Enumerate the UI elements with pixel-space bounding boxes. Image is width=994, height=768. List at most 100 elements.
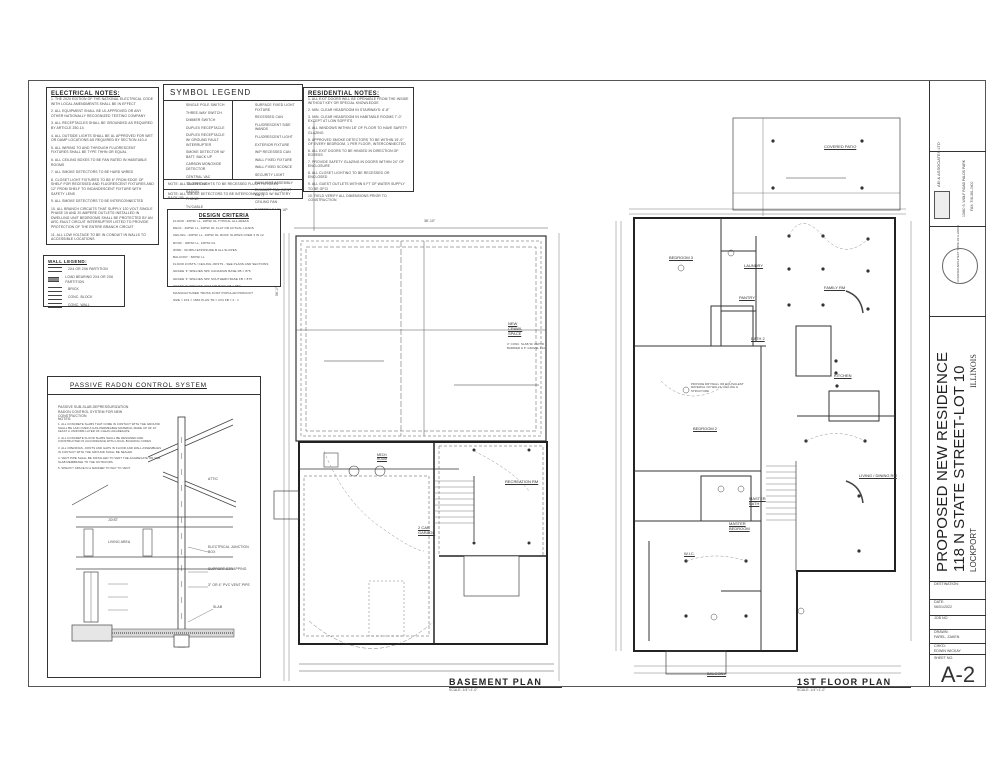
ff-room-covered-patio: COVERED PATIO (824, 144, 857, 149)
design-criteria-row: BALCONY : 60PSF LL (173, 255, 205, 260)
symbol-legend-item: SURFACE FIXED LIGHT FIXTURE (255, 103, 295, 112)
symbol-legend-item: W/P RECESSED CAN (255, 150, 291, 155)
basement-overall-width: 38'-10" (424, 219, 436, 223)
radon-note: 3. ALL OPENINGS, JOINTS AND GAPS IN FLOO… (58, 445, 162, 454)
basement-room-crawl-space: NEW CRAWL SPACE (508, 321, 523, 336)
radon-notes-list: 1. ALL CONCRETE SLABS THAT COME IN CONTA… (58, 422, 163, 474)
wall-legend-title: WALL LEGEND: (48, 259, 87, 264)
symbol-legend-item: TV/CABLE (186, 204, 204, 209)
symbol-legend-item: DIMMER SWITCH (186, 118, 216, 123)
project-state: ILLINOIS (969, 354, 978, 388)
title-block-field: DESTINATION: (930, 581, 986, 600)
wall-swatch-icon (48, 303, 62, 309)
wall-legend-label: CONC. WALL (68, 303, 90, 308)
title-block-field-label: DRAWN: (934, 630, 949, 634)
ff-room-balcony: BALCONY (707, 671, 727, 676)
symbol-legend-item: EXTERIOR FIXTURE (255, 142, 290, 147)
design-criteria-row: FLOOR : 40PSF LL, 10PSF DL TYPICAL ALL A… (173, 219, 249, 223)
wall-legend-item: 2x4 OR 2x6 PARTITION (48, 267, 120, 272)
first-floor-plan-title: 1ST FLOOR PLAN (797, 677, 912, 688)
symbol-legend-item: EXHAUST FAN (VENT OUT) (255, 188, 292, 197)
symbol-legend-note: NOTE: ALL CLOSET LIGHTS TO BE RECESSED F… (164, 180, 302, 190)
wall-legend-list: 2x4 OR 2x6 PARTITION LOAD BEARING 2x4 OR … (48, 267, 120, 309)
ff-room-bedroom-2: BEDROOM 2 (693, 426, 718, 431)
residential-note: 7. PROVIDE SAFETY GLAZING IN DOORS WITHI… (308, 160, 404, 169)
firm-block: AEI & ASSOCIATES LTD 13460 S. Wolf Road … (930, 142, 986, 227)
radon-label-slab: SLAB (213, 605, 223, 609)
title-block-field: CHK'D:EDWIN WICKAY (930, 643, 986, 655)
basement-plan-scale: SCALE: 1/4"=1'-0" (449, 688, 478, 692)
electrical-notes-title: ELECTRICAL NOTES: (51, 91, 121, 97)
firm-address: 13460 S. Wolf Road Palos Park (962, 160, 966, 217)
first-floor-plan-title-block: 1ST FLOOR PLAN SCALE: 1/4"=1'-0" (797, 677, 912, 692)
ff-room-master-bath: MASTER BATH (749, 496, 766, 506)
wall-legend-label: CONC. BLOCK (68, 295, 93, 300)
symbol-legend-item: RECESSED CAN (255, 115, 283, 120)
radon-label-attic: ATTIC (208, 477, 219, 481)
wall-legend-item: LOAD BEARING 2x4 OR 2x6 PARTITION (48, 275, 120, 284)
electrical-note: 11. ALL LOW VOLTAGE TO BE IN CONDUIT IN … (51, 232, 146, 242)
radon-notes-label: NOTES: (58, 417, 72, 421)
radon-label-pipe: 3" OR 4" PVC VENT PIPE (208, 583, 250, 587)
design-criteria-title: DESIGN CRITERIA (198, 213, 250, 219)
basement-crawl-note: 4" CONC. SLAB w/ VAPOR BARRIER & 6" GRAV… (507, 342, 546, 350)
title-block-blank (930, 81, 986, 152)
symbol-legend-item: FLUORESCENT SIDE WANDS (255, 122, 291, 132)
electrical-note: 10. ALL BRANCH CIRCUITS THAT SUPPLY 120 … (51, 206, 153, 230)
symbol-legend-right: SURFACE FIXED LIGHT FIXTURE RECESSED CAN F… (233, 101, 302, 224)
wall-legend-item: CONC. BLOCK (48, 295, 120, 301)
electrical-note: 3. ALL RECEPTACLES SHALL BE GROUNDED AS … (51, 121, 153, 130)
wall-swatch-icon (48, 277, 60, 283)
seal-text: LICENSED ARCHITECT STATE OF ILLINOIS (956, 225, 960, 282)
design-criteria-panel: DESIGN CRITERIA FLOOR : 40PSF LL, 10PSF … (167, 209, 281, 302)
title-block-field: DRAWN:FAREL, ZAKEN (930, 629, 986, 644)
design-criteria-row: DECK : 40PSF LL, 10PSF DL FLAT OR ACTUAL… (173, 226, 254, 231)
design-criteria-list: FLOOR : 40PSF LL, 10PSF DL TYPICAL ALL A… (173, 219, 275, 302)
ff-room-kitchen: KITCHEN (834, 373, 852, 378)
radon-title: PASSIVE RADON CONTROL SYSTEM (48, 377, 260, 395)
electrical-note: 7. ALL SMOKE DETECTORS TO BE HARD WIRED (51, 170, 134, 175)
design-criteria-row: MANUFACTURED TRUSS JOIST POPULAR PRODUCT (173, 291, 254, 296)
sheet-number-block: SHEET NO. A-2 (930, 654, 986, 687)
wall-swatch-icon (48, 287, 62, 293)
project-city: LOCKPORT (969, 528, 978, 572)
electrical-note: 1. THE 2020 EDITION OF THE NATIONAL ELEC… (51, 97, 154, 106)
title-block-field-value: EDWIN WICKAY (934, 649, 961, 653)
wall-swatch-icon (48, 295, 62, 301)
symbol-legend-item: WALL FIXED FIXTURE (255, 157, 293, 162)
radon-intro: PASSIVE SUB-SLAB DEPRESSURIZATION RADON … (58, 405, 129, 419)
symbol-legend-item: RADON (186, 189, 199, 194)
sheet-number: A-2 (940, 662, 976, 687)
radon-panel: PASSIVE RADON CONTROL SYSTEM PASSIVE SUB… (47, 376, 261, 678)
sheet-number-label: SHEET NO. (934, 656, 954, 660)
design-criteria-row: FLOOR JOISTS / CEILING JOISTS - SEE PLAN… (173, 262, 269, 267)
symbol-legend-item: SINGLE POLE SWITCH (186, 103, 225, 107)
design-criteria-row: WIND : 90 MPH EXPOSURE B ALL SLOPES (173, 247, 237, 252)
ff-room-pantry: PANTRY (739, 295, 755, 300)
design-criteria-row: ROOF : 30PSF LL, 10PSF DL (173, 240, 216, 245)
seal-block: LICENSED ARCHITECT STATE OF ILLINOIS (930, 225, 986, 317)
firm-phone: FAX: 708-361-0400 (970, 181, 974, 211)
first-floor-plan-drawing (615, 117, 912, 675)
basement-overall-depth: 56'-0" (275, 286, 279, 296)
residential-notes-title: RESIDENTIAL NOTES: (308, 91, 380, 97)
residential-note: 6. ALL EXIT DOORS TO BE HINGED IN DIRECT… (308, 148, 399, 157)
ff-room-bedroom-3: BEDROOM 3 (669, 255, 694, 260)
residential-notes-panel: RESIDENTIAL NOTES: 1. ALL EXIT DOORS WIL… (303, 87, 414, 202)
radon-note: 2. ALL CONCRETE FLOOR SLABS SHALL BE DES… (58, 435, 152, 444)
residential-note: 4. ALL WINDOWS WITHIN 18" OF FLOOR TO HA… (308, 126, 408, 135)
symbol-legend-item: FLUORESCENT LIGHT (255, 134, 293, 139)
title-block-field-label: JOB NO. (934, 616, 949, 620)
radon-note: 1. ALL CONCRETE SLABS THAT COME IN CONTA… (58, 422, 160, 434)
project-title: PROPOSED NEW RESIDENCE (934, 351, 951, 572)
basement-room-recreation: RECREATION RM (505, 479, 539, 484)
residential-note: 3. MIN. CLEAR HEADROOM IN HABITABLE ROOM… (308, 115, 402, 124)
radon-label-strap: SUPPORT STRAPPING (208, 567, 247, 571)
symbol-legend-item: FAN/LIGHT ASSEMBLY (255, 180, 294, 185)
design-criteria-row: CEILING : 20PSF LL, 10PSF DL ROOF SLOPES… (173, 233, 264, 238)
project-block: PROPOSED NEW RESIDENCE 118 N STATE STREE… (930, 316, 986, 582)
electrical-note: 5. ALL WIRING TO AND THROUGH FLUORESCENT… (51, 145, 136, 155)
residential-note: 5. APPROVED SMOKE DETECTORS TO BE WITHIN… (308, 137, 406, 146)
